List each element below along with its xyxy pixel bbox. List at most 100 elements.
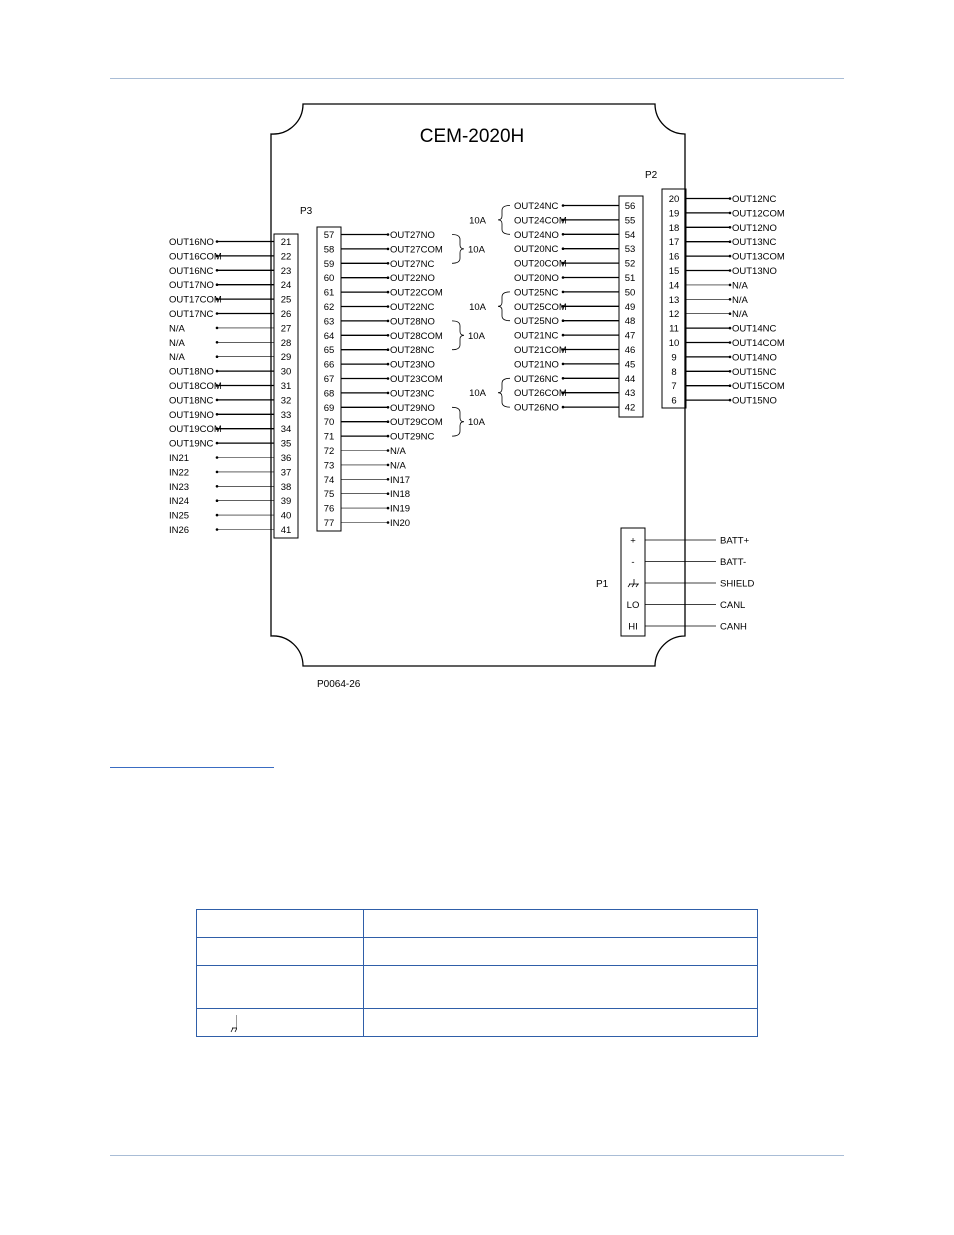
signal-label: IN25 — [169, 511, 189, 522]
pin-number: 28 — [281, 338, 292, 349]
footer-rule — [110, 1155, 844, 1156]
pin-number: 13 — [669, 295, 680, 306]
pin-number: 69 — [324, 403, 335, 414]
brace — [497, 291, 511, 322]
pin-number: 46 — [625, 345, 636, 356]
pin-number: 65 — [324, 345, 335, 356]
pin-number: 11 — [669, 324, 679, 335]
signal-label: IN24 — [169, 496, 189, 507]
pin-number: 6 — [671, 396, 676, 407]
signal-label: OUT14COM — [732, 338, 785, 349]
brace — [451, 406, 465, 437]
signal-label: OUT17NO — [169, 280, 214, 291]
signal-label: OUT21NC — [514, 331, 558, 342]
signal-label: OUT19NC — [169, 439, 213, 450]
signal-label: N/A — [732, 295, 749, 306]
pin-number: 18 — [669, 223, 680, 234]
pin-number: 71 — [324, 432, 335, 443]
terminal-dot — [728, 197, 732, 200]
header-rule — [110, 78, 844, 79]
terminal-dot — [728, 269, 732, 272]
pin-number: 75 — [324, 489, 335, 500]
table-row — [196, 965, 758, 1009]
signal-label: OUT13COM — [732, 252, 785, 263]
p3-label: P3 — [300, 206, 313, 217]
pin-number: 57 — [324, 230, 335, 241]
pin-number: 76 — [324, 504, 335, 515]
pin-number: 49 — [625, 302, 636, 313]
current-rating-label: 10A — [468, 244, 486, 255]
signal-label: OUT24NC — [514, 201, 558, 212]
signal-label: OUT29COM — [390, 417, 443, 428]
pin-number: 63 — [324, 316, 335, 327]
signal-label: OUT28NC — [390, 345, 434, 356]
terminal-dot — [386, 348, 390, 352]
terminal-dot — [728, 341, 732, 344]
terminal-dot — [728, 298, 732, 301]
pin-number: 72 — [324, 446, 335, 457]
signal-label: OUT18COM — [169, 381, 222, 392]
signal-label: OUT12NO — [732, 223, 777, 234]
signal-label: OUT14NO — [732, 352, 777, 363]
pin-number: 24 — [281, 280, 292, 291]
pin-number: 41 — [281, 525, 292, 536]
pin-number: 44 — [625, 374, 636, 385]
terminal-dot — [728, 254, 732, 258]
signal-label: OUT23NC — [390, 388, 434, 399]
signal-label: OUT23COM — [390, 374, 443, 385]
signal-label: OUT17COM — [169, 295, 222, 306]
pin-number: 21 — [281, 237, 292, 248]
signal-label: IN22 — [169, 467, 189, 478]
terminal-dot — [728, 355, 732, 359]
signal-label: OUT22NO — [390, 273, 435, 284]
signal-label: OUT20NC — [514, 244, 558, 255]
signal-label: N/A — [732, 309, 749, 320]
chassis-ground-icon — [230, 1015, 237, 1033]
p2-terminal-block — [661, 188, 687, 409]
pin-number: 36 — [281, 453, 292, 464]
p1-label: P1 — [596, 579, 609, 590]
signal-label: OUT21NO — [514, 359, 559, 370]
pin-number: 20 — [669, 194, 680, 205]
table-cell — [196, 965, 364, 1009]
figure-caption-link[interactable] — [110, 767, 274, 768]
signal-label: OUT19NO — [169, 410, 214, 421]
signal-label: OUT24NO — [514, 230, 559, 241]
signal-label: IN21 — [169, 453, 189, 464]
signal-label: OUT18NC — [169, 395, 213, 406]
signal-label: OUT26NC — [514, 374, 558, 385]
terminal-dot — [386, 406, 390, 409]
pin-label: HI — [628, 622, 638, 633]
pin-number: 73 — [324, 460, 335, 471]
signal-label: BATT+ — [720, 536, 750, 547]
pin-number: 56 — [625, 201, 636, 212]
signal-label: OUT12NC — [732, 194, 776, 205]
table-cell — [363, 965, 758, 1009]
current-rating-label: 10A — [469, 215, 487, 226]
pin-number: 45 — [625, 359, 636, 370]
signal-label: BATT- — [720, 557, 746, 568]
signal-label: OUT18NO — [169, 367, 214, 378]
current-rating-label: 10A — [469, 302, 487, 313]
table-cell — [196, 1008, 364, 1037]
terminal-dot — [386, 506, 390, 510]
table-row — [196, 1008, 758, 1037]
current-rating-label: 10A — [468, 417, 486, 428]
pin-number: 8 — [671, 367, 676, 378]
terminal-dot — [728, 226, 732, 229]
pin-number: 12 — [669, 309, 680, 320]
terminal-dot — [386, 492, 390, 496]
signal-label: OUT15NO — [732, 396, 777, 407]
signal-label: N/A — [169, 323, 186, 334]
pin-number: 16 — [669, 252, 680, 263]
signal-label: SHIELD — [720, 579, 754, 590]
pin-number: 15 — [669, 266, 680, 277]
table-cell — [196, 909, 364, 938]
pin-number: 25 — [281, 295, 292, 306]
signal-label: OUT25NC — [514, 287, 558, 298]
terminal-dot — [386, 290, 390, 294]
pin-number: 31 — [281, 381, 292, 392]
